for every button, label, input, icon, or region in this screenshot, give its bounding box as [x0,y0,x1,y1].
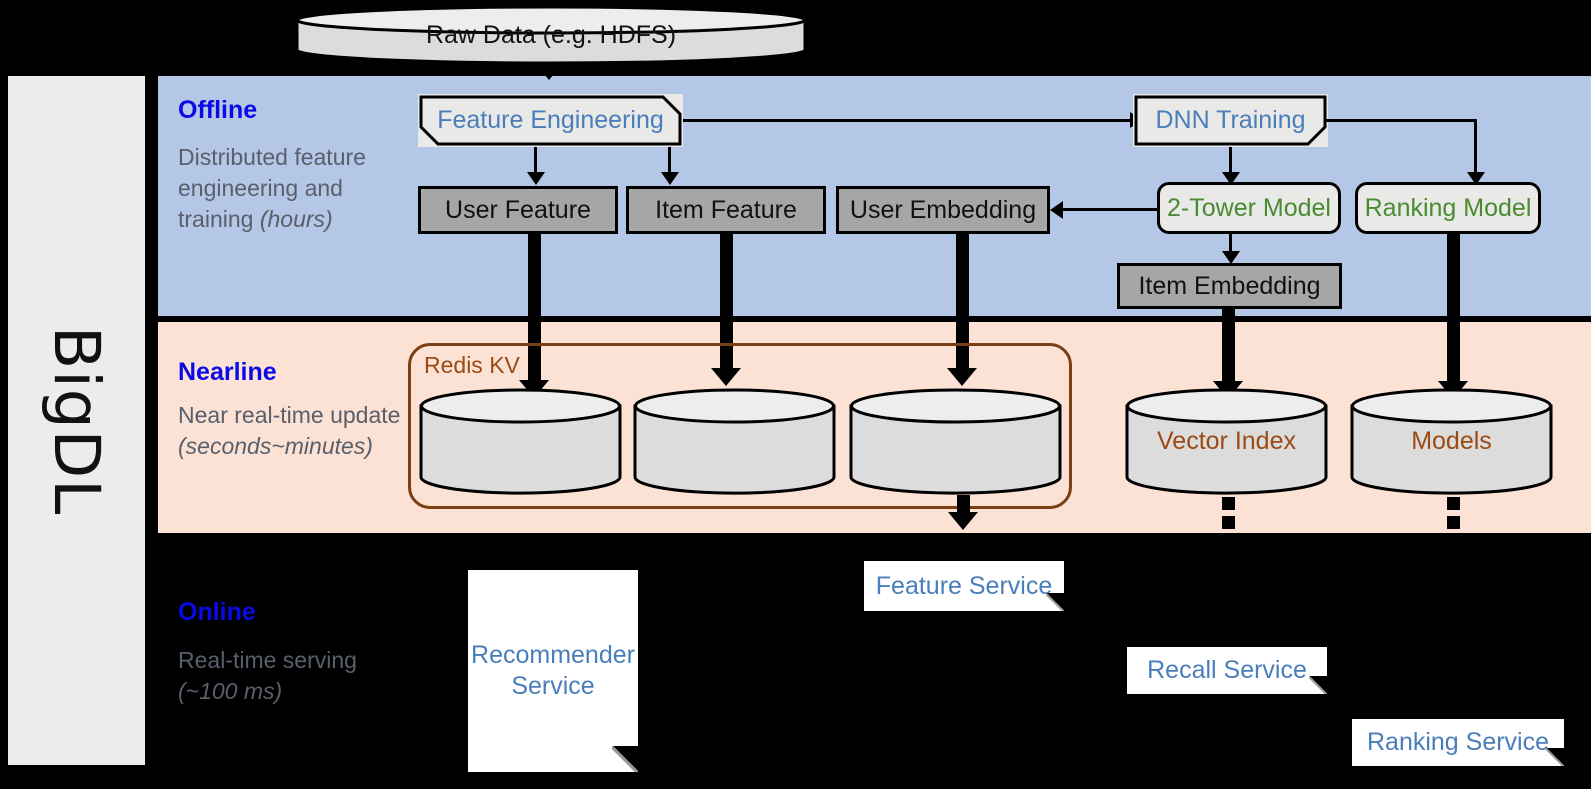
nearline-description-text: Near real-time update [178,402,401,428]
connector-models-ranking-1 [1447,497,1460,510]
offline-description: Distributed feature engineering and trai… [178,142,408,235]
user-feature-store[interactable]: User Feature [418,186,618,234]
vector-index-label: Vector Index [1157,427,1296,455]
item-embedding-store[interactable]: Item Embedding [1117,263,1342,309]
connector-fe-dnn [683,119,1130,122]
recommender-service-node[interactable]: Recommender Service [468,570,638,772]
arrowhead-rawdata-fe [534,62,564,80]
connector-vectorindex-recall-2 [1222,516,1235,529]
offline-title: Offline [178,96,258,124]
user-feature-label: User Feature [445,195,591,224]
redis-cylinder-user-embedding [848,388,1063,495]
arrowhead-twotower-userembedding [1050,201,1063,219]
item-embedding-label: Item Embedding [1138,271,1321,300]
ranking-service-node[interactable]: Ranking Service [1352,719,1564,766]
arrowhead-pipe-userembedding [947,368,977,386]
page-fold-icon [1546,748,1564,766]
models-cylinder[interactable]: Models [1349,388,1554,495]
raw-data-label: Raw Data (e.g. HDFS) [425,20,677,49]
offline-description-text: Distributed feature engineering and trai… [178,144,366,233]
page-fold-icon [612,746,638,772]
item-feature-label: Item Feature [655,195,797,224]
nearline-description-em: (seconds~minutes) [178,433,373,460]
arrowhead-redis-featureservice [948,512,978,530]
arrowhead-fe-itemfeature [661,172,679,185]
item-feature-store[interactable]: Item Feature [626,186,826,234]
raw-data-cylinder: Raw Data (e.g. HDFS) [294,4,808,66]
bigdl-label-text: BigDL [40,325,113,516]
redis-kv-label: Redis KV [424,352,520,378]
connector-dnn-ranking-h [1325,119,1477,122]
recall-service-node[interactable]: Recall Service [1127,647,1327,694]
user-embedding-store[interactable]: User Embedding [836,186,1050,234]
online-description-em: (~100 ms) [178,678,283,705]
connector-dnn-ranking-v [1474,119,1477,179]
redis-kv-container [408,343,1072,509]
redis-cylinder-item-feature [632,388,837,495]
redis-cylinder-user-feature [418,388,623,495]
two-tower-model-label: 2-Tower Model [1167,193,1331,222]
models-label: Models [1411,427,1492,455]
online-description-text: Real-time serving [178,647,357,673]
dnn-training-node[interactable]: DNN Training [1133,94,1328,147]
arrowhead-dnn-twotower [1222,172,1240,185]
connector-twotower-userembedding [1058,208,1158,211]
ranking-model-label: Ranking Model [1364,193,1532,222]
bigdl-label: BigDL [8,76,145,765]
pipe-rankingmodel [1447,234,1460,387]
connector-twotower-itememb [1229,234,1232,260]
arrowhead-dnn-ranking [1467,172,1485,185]
arrowhead-pipe-itemfeature [711,368,741,386]
online-title: Online [178,598,256,626]
vector-index-cylinder[interactable]: Vector Index [1124,388,1329,495]
connector-redis-featureservice [957,495,970,513]
page-fold-icon [1309,676,1327,694]
online-description: Real-time serving (~100 ms) [178,645,408,707]
pipe-userembedding [956,234,969,374]
offline-description-em: (hours) [259,206,333,233]
connector-vectorindex-recall-1 [1222,497,1235,510]
user-embedding-label: User Embedding [849,195,1037,224]
connector-models-ranking-2 [1447,516,1460,529]
connector-fe-userfeature [534,147,537,176]
pipe-itemfeature [720,234,733,374]
ranking-service-label: Ranking Service [1366,728,1550,756]
connector-dnn-twotower [1229,147,1232,179]
recommender-service-label: Recommender Service [471,640,635,700]
feature-engineering-label: Feature Engineering [437,106,664,134]
ranking-model-node[interactable]: Ranking Model [1355,182,1541,234]
connector-fe-itemfeature [668,147,671,176]
nearline-description: Near real-time update (seconds~minutes) [178,400,408,462]
arrowhead-fe-userfeature [527,172,545,185]
nearline-title: Nearline [178,358,277,386]
feature-service-node[interactable]: Feature Service [864,561,1064,611]
two-tower-model-node[interactable]: 2-Tower Model [1157,182,1341,234]
page-fold-icon [1046,593,1064,611]
arrowhead-twotower-itememb [1222,251,1240,264]
pipe-userfeature [528,234,541,386]
bigdl-sidebar [8,76,145,765]
feature-engineering-node[interactable]: Feature Engineering [418,94,683,147]
feature-service-label: Feature Service [875,571,1053,600]
pipe-itemembedding [1222,309,1235,387]
dnn-training-label: DNN Training [1155,106,1306,134]
recall-service-label: Recall Service [1147,656,1307,684]
